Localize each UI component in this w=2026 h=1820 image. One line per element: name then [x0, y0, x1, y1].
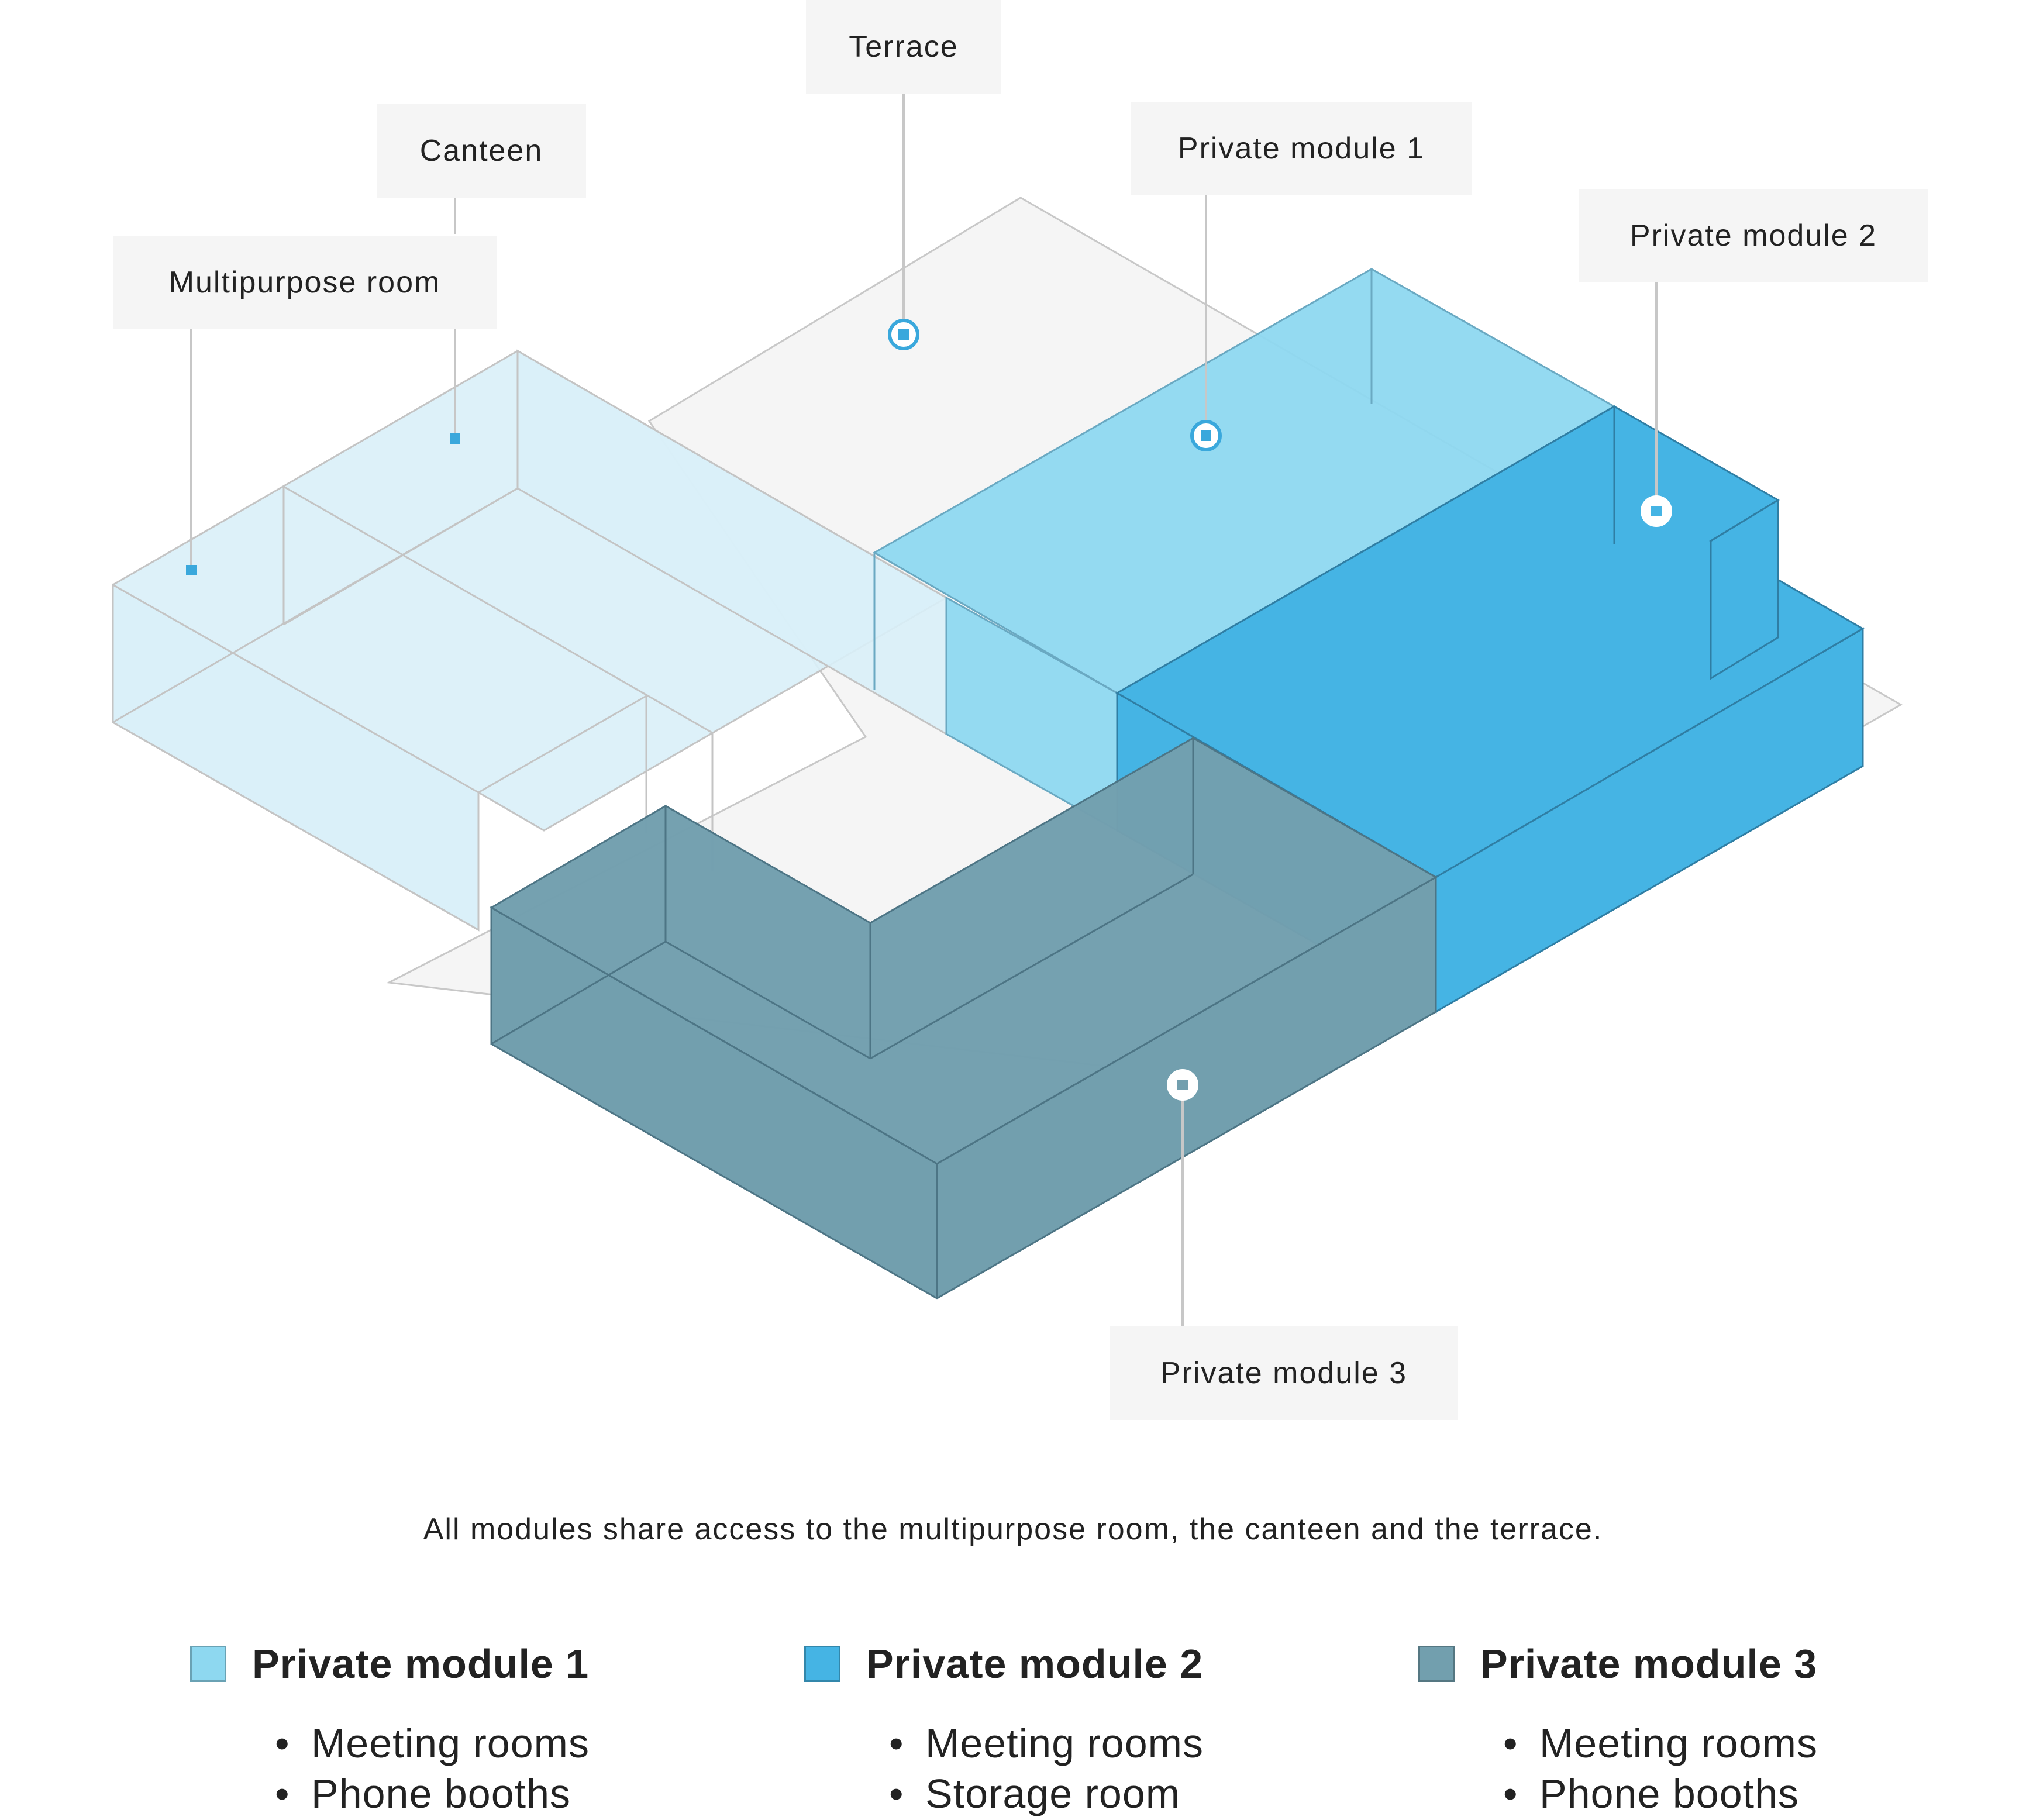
shared-rooms-block: [112, 349, 949, 932]
shared-access-caption: All modules share access to the multipur…: [423, 1512, 1603, 1546]
module2-marker[interactable]: [1641, 495, 1672, 527]
canteen-label: Canteen: [377, 104, 586, 198]
terrace-marker[interactable]: [888, 319, 919, 350]
legend-title: Private module 2: [866, 1641, 1204, 1687]
private-module-1-label: Private module 1: [1131, 102, 1472, 195]
module1-marker[interactable]: [1190, 420, 1222, 451]
feature-list: •Meeting rooms •Phone booths: [1418, 1718, 1945, 1819]
terrace-label: Terrace: [806, 0, 1001, 94]
legend-title: Private module 1: [252, 1641, 590, 1687]
private-module-3-label: Private module 3: [1110, 1326, 1458, 1420]
module-3-swatch: [1418, 1646, 1455, 1682]
list-item: •Meeting rooms: [889, 1721, 1204, 1766]
feature-list: •Meeting rooms •Phone booths: [190, 1718, 716, 1819]
list-item: •Storage room: [889, 1771, 1181, 1816]
module-2-swatch: [804, 1646, 840, 1682]
multipurpose-room-label: Multipurpose room: [113, 236, 497, 329]
list-item: •Meeting rooms: [275, 1721, 590, 1766]
list-item: •Phone booths: [1503, 1771, 1800, 1816]
module-1-swatch: [190, 1646, 226, 1682]
multipurpose-marker[interactable]: [186, 565, 197, 575]
module3-marker[interactable]: [1167, 1069, 1198, 1101]
legend-module-3: Private module 3 •Meeting rooms •Phone b…: [1418, 1638, 1945, 1819]
list-item: •Phone booths: [275, 1771, 571, 1816]
canteen-marker[interactable]: [450, 433, 460, 444]
private-module-2-label: Private module 2: [1579, 189, 1928, 282]
legend-title: Private module 3: [1480, 1641, 1818, 1687]
legend-module-1: Private module 1 •Meeting rooms •Phone b…: [190, 1638, 716, 1819]
legend-module-2: Private module 2 •Meeting rooms •Storage…: [804, 1638, 1331, 1819]
list-item: •Meeting rooms: [1503, 1721, 1818, 1766]
feature-list: •Meeting rooms •Storage room: [804, 1718, 1331, 1819]
floor-plan-diagram: [112, 94, 1903, 1326]
